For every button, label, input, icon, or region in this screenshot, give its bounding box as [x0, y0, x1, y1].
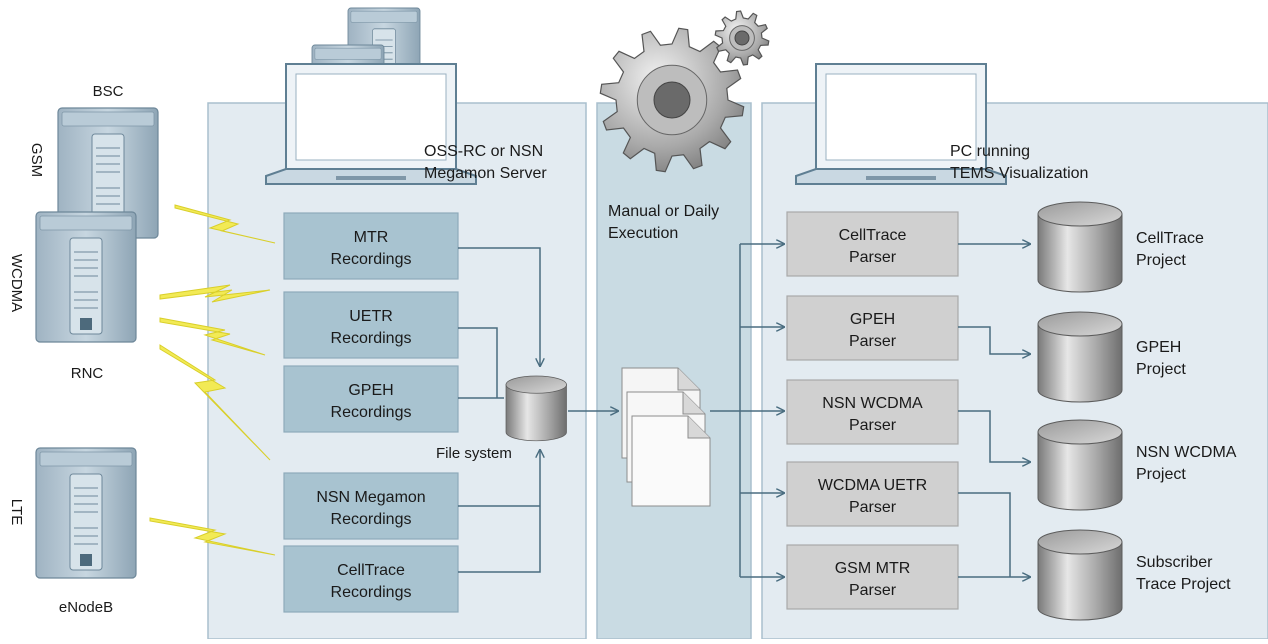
gear-icon: [599, 27, 745, 173]
recording-connectors: [458, 247, 540, 573]
file-system-label: File system: [436, 445, 512, 462]
bsc-label: BSC: [93, 83, 124, 100]
wcdma-label: WCDMA: [8, 254, 25, 312]
celltrace-project-database-icon: [1037, 201, 1123, 293]
enodeb-server-icon: [35, 447, 137, 579]
gsm-label: GSM: [28, 143, 45, 177]
lte-label: LTE: [8, 499, 25, 525]
file-system-database-icon: [505, 375, 567, 442]
nsn-wcdma-project-database-icon: [1037, 419, 1123, 511]
small-gear-icon: [714, 10, 770, 66]
documents-icon: [621, 367, 711, 507]
enodeb-label: eNodeB: [59, 599, 113, 616]
rnc-label: RNC: [71, 365, 104, 382]
parser-to-project-connectors: [958, 244, 1030, 577]
gpeh-project-database-icon: [1037, 311, 1123, 403]
lightning-icon: [149, 204, 276, 556]
rnc-server-icon: [35, 211, 137, 343]
docs-to-parsers-connectors: [710, 244, 784, 577]
subscriber-trace-project-database-icon: [1037, 529, 1123, 621]
